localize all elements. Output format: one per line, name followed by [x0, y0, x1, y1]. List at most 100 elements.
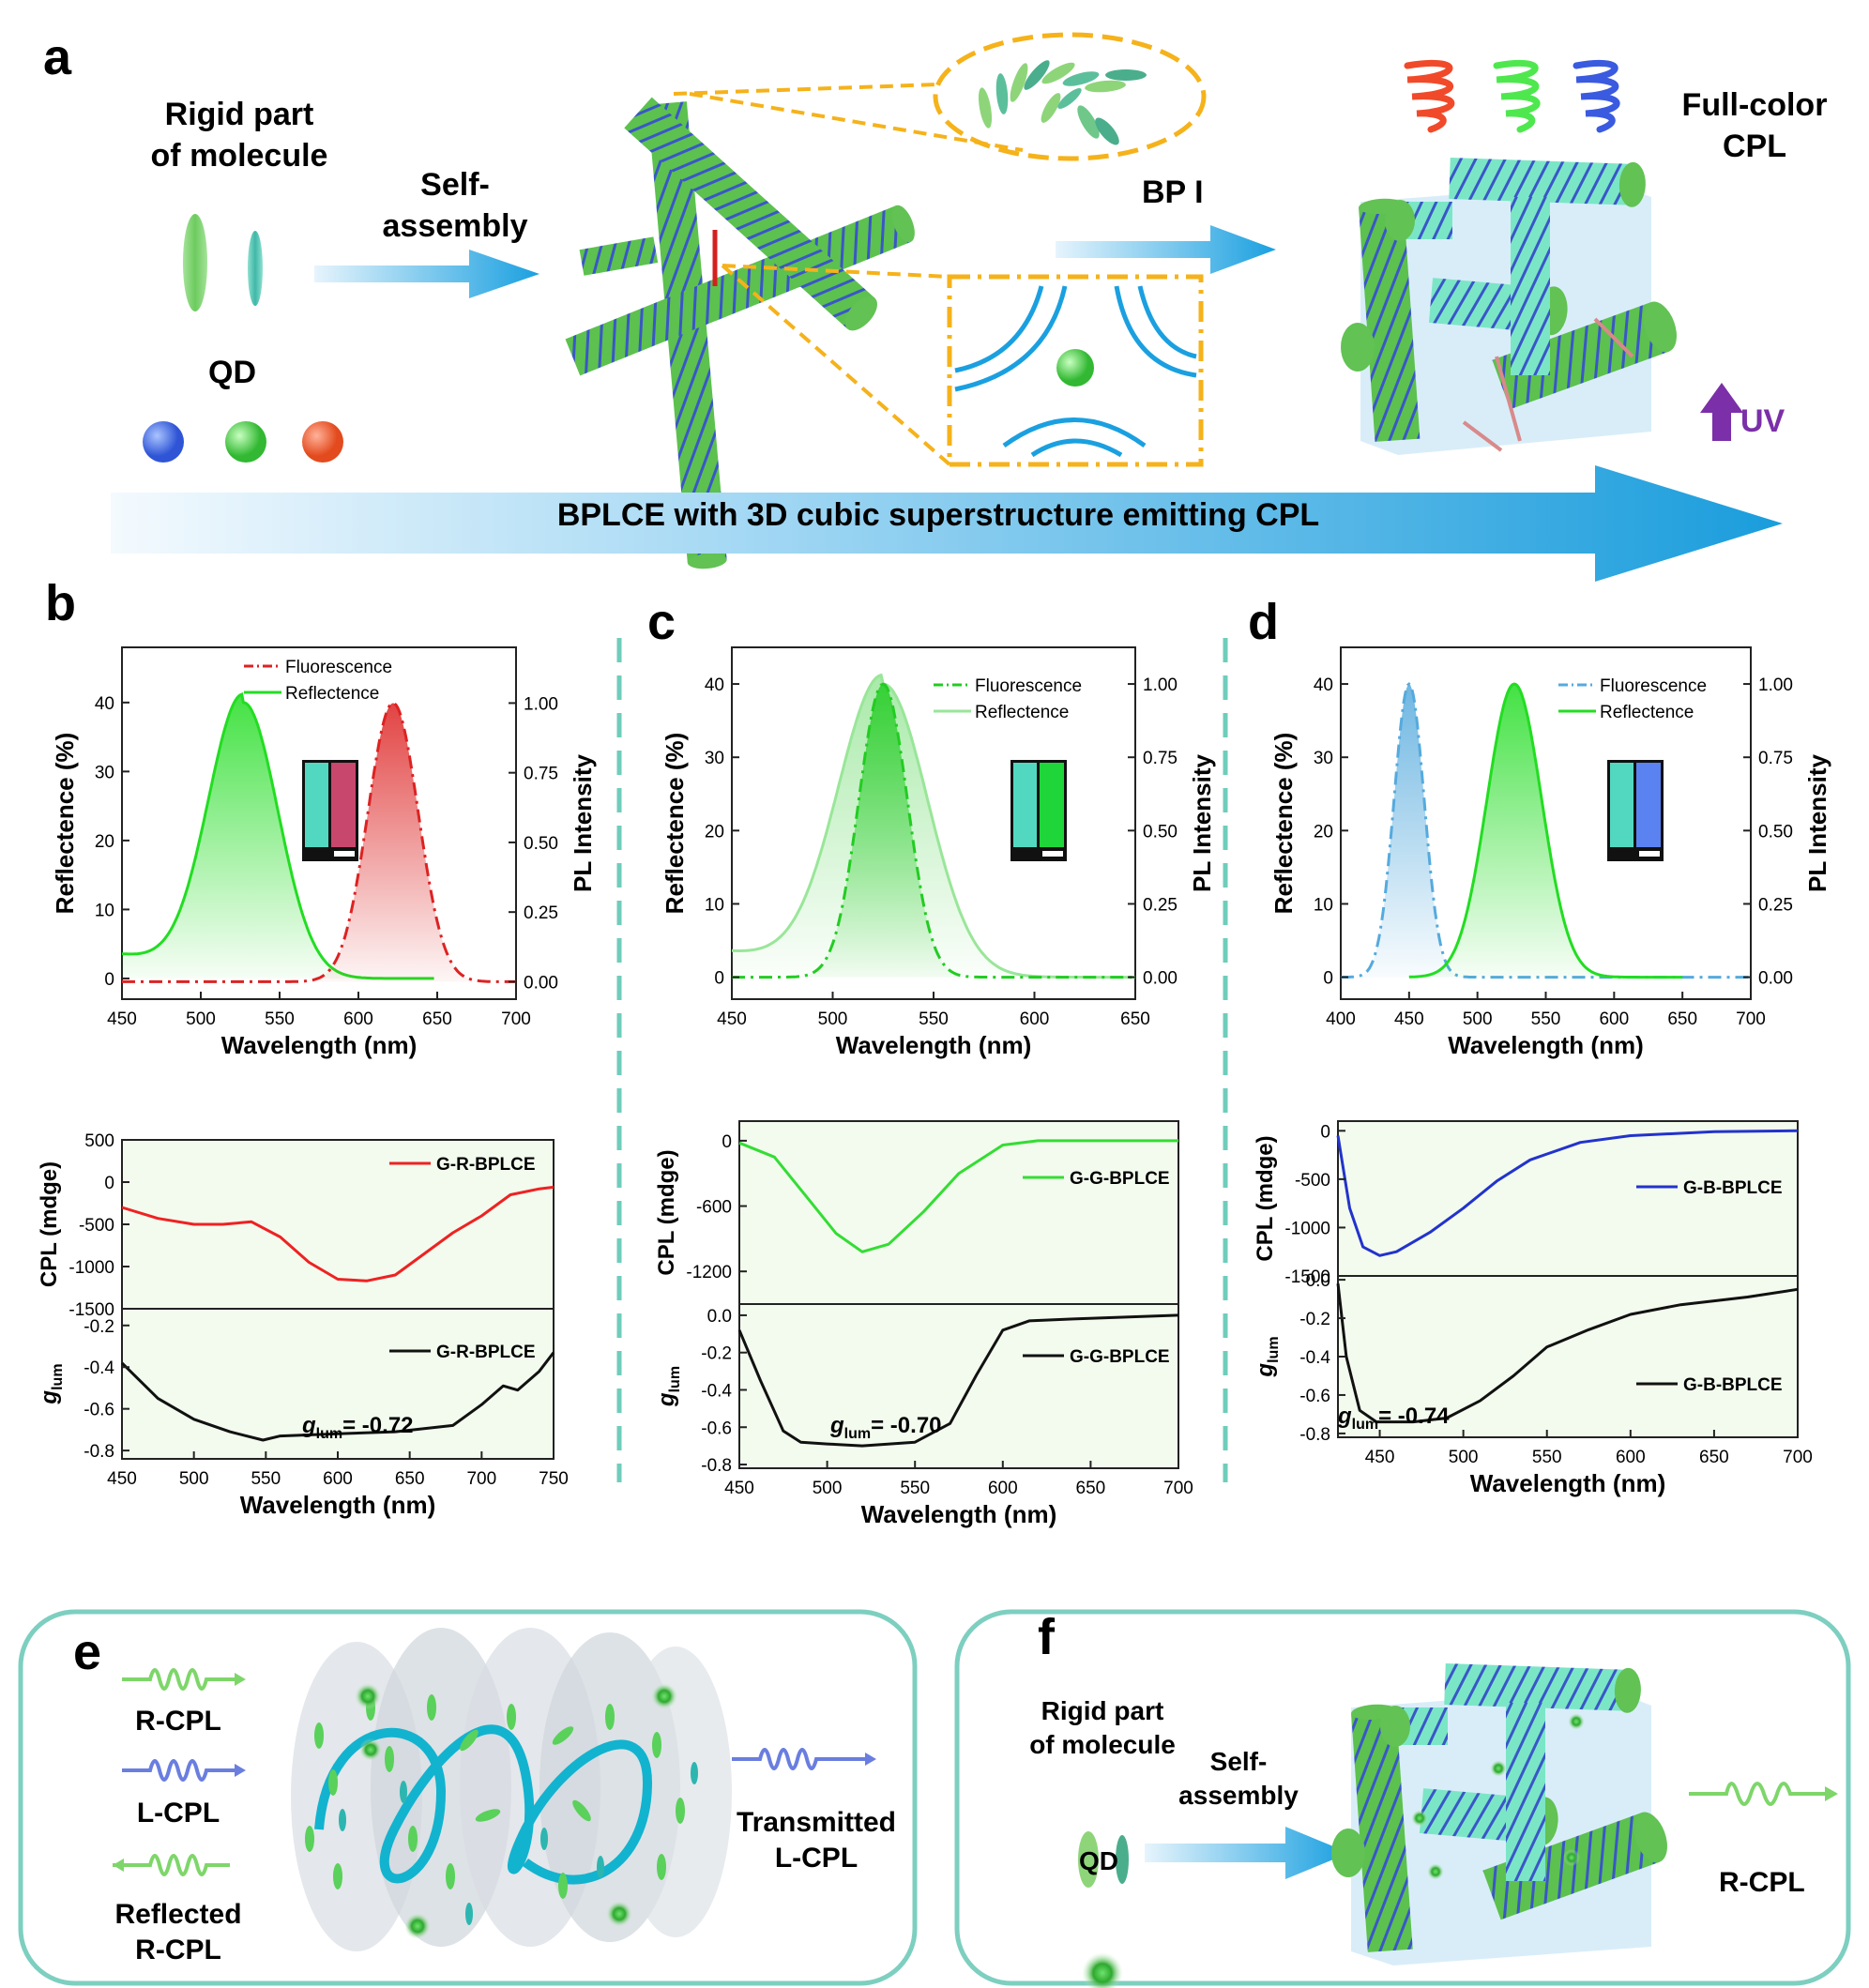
- chart-d-bot-cpl-ytick-label-0: 0: [1320, 1122, 1330, 1142]
- e-reflected-line2: R-CPL: [135, 1935, 221, 1965]
- chart-d-top-xtick-label-2: 500: [1463, 1009, 1493, 1029]
- chart-d-top-y2tick-label-3: 0.75: [1758, 749, 1793, 768]
- chart-d-bot-glum-ylabel: glum: [1253, 1336, 1282, 1377]
- twisted-molecules: [978, 60, 1147, 145]
- chart-d-top-ytick-label-1: 10: [1314, 895, 1333, 915]
- chart-c-top-ytick-label-4: 40: [705, 675, 724, 695]
- chart-d-bot-glum-xtick-label-5: 700: [1783, 1448, 1813, 1467]
- chart-b-top-xtick-label-4: 650: [422, 1009, 452, 1029]
- chart-c-top-xtick-label-0: 450: [717, 1009, 747, 1029]
- f-rigid-part-label: Rigid part of molecule: [1004, 1694, 1201, 1762]
- e-transmitted-line1: Transmitted: [736, 1807, 897, 1838]
- f-self-assembly-label: Self- assembly: [1154, 1745, 1323, 1813]
- chart-b-top-xtick-label-0: 450: [107, 1009, 137, 1029]
- chart-d-bot-glum-legend-text: G-B-BPLCE: [1683, 1375, 1783, 1395]
- chart-b-top-inset-left: [305, 763, 328, 847]
- f-rigid-molecule-green: [1078, 1831, 1099, 1888]
- chart-b-top-xtick-label-5: 700: [501, 1009, 531, 1029]
- f-self-line2: assembly: [1178, 1781, 1299, 1810]
- uv-arrow: [1700, 383, 1743, 441]
- chart-b-top-y2tick-label-2: 0.50: [524, 834, 558, 854]
- chart-d-top-ytick-label-2: 20: [1314, 822, 1333, 842]
- chart-c-top-y2tick-label-4: 1.00: [1143, 675, 1178, 695]
- chart-c-bot-glum-xtick-label-5: 700: [1163, 1479, 1193, 1498]
- chart-d-top-legend-text-0: Fluorescence: [1600, 676, 1707, 696]
- chart-b-bot-glum-series-0: [120, 1351, 555, 1442]
- qd-blue: [143, 421, 184, 463]
- bp-arrow: [1056, 225, 1276, 274]
- chart-b-top-line-fluorescence: [122, 701, 516, 983]
- qd-label: QD: [208, 355, 256, 390]
- chart-c-bot-glum-xtick-label-3: 600: [988, 1479, 1018, 1498]
- chart-d-top-xtick-label-3: 550: [1531, 1009, 1561, 1029]
- chart-b-bot-glum-annotation: glum= -0.72: [301, 1413, 414, 1442]
- chart-b-bot-cpl-ytick-label-3: -1000: [68, 1258, 114, 1278]
- chart-d-top-y2tick-label-4: 1.00: [1758, 675, 1793, 695]
- rigid-part-line2: of molecule: [150, 138, 328, 174]
- chart-d-top-xlabel: Wavelength (nm): [1448, 1031, 1643, 1059]
- chart-c-bot-cpl-ytick-label-1: -600: [696, 1198, 732, 1218]
- chart-b-bot-cpl-legend-text: G-R-BPLCE: [436, 1155, 536, 1175]
- chart-b-bot-glum-xtick-label-6: 750: [539, 1469, 569, 1489]
- chart-d-bot-glum-ytick-label-3: -0.6: [1299, 1387, 1330, 1406]
- panels-e-f-illustration: [18, 1609, 1851, 1988]
- panel-f-frame: [954, 1609, 1851, 1986]
- chart-c-top-inset-scalebar: [1042, 851, 1063, 857]
- chart-d-bot-glum-xtick-label-2: 550: [1532, 1448, 1562, 1467]
- panel-label-c: c: [647, 594, 676, 650]
- chart-b-top-y2label: PL Intensity: [569, 754, 597, 892]
- chart-c-top-xtick-label-4: 650: [1120, 1009, 1150, 1029]
- chart-c-top-xtick-label-2: 550: [919, 1009, 949, 1029]
- chart-b-top-inset-right: [331, 763, 356, 847]
- chart-b-bot-glum-xlabel: Wavelength (nm): [240, 1491, 435, 1519]
- chart-b-top-inset-scalebar: [334, 851, 355, 857]
- chart-d-bot-glum-annotation: glum= -0.74: [1337, 1404, 1450, 1433]
- chart-c-bot-cpl-ylabel: CPL (mdge): [654, 1149, 679, 1275]
- chart-d-top-xtick-label-0: 400: [1326, 1009, 1356, 1029]
- panel-a-illustration: [111, 32, 1783, 582]
- rigid-molecule-teal: [248, 231, 263, 306]
- qd-green: [225, 421, 266, 463]
- cpl-springs: [1404, 59, 1620, 133]
- panel-label-d: d: [1248, 594, 1279, 650]
- chart-b-top-ylabel: Reflectence (%): [51, 733, 79, 915]
- chart-c-bot-glum-ytick-label-3: -0.6: [701, 1419, 732, 1438]
- chart-b-bot-glum-xtick-label-0: 450: [107, 1469, 137, 1489]
- chart-b-top-legend-text-0: Fluorescence: [285, 658, 392, 677]
- chart-b-bot-glum-xtick-label-2: 550: [251, 1469, 281, 1489]
- chart-d-bot-cpl-series-0: [1336, 1129, 1799, 1257]
- zoom-ellipse: [933, 32, 1207, 161]
- chart-c-bot-glum-ylabel: glum: [654, 1366, 683, 1407]
- f-self-line1: Self-: [1209, 1747, 1268, 1776]
- chart-d-top-inset-left: [1610, 763, 1633, 847]
- chart-b-top-ytick-label-3: 30: [95, 763, 114, 782]
- chart-c-top-line-fluorescence: [732, 682, 1135, 979]
- chart-b-top-ytick-label-4: 40: [95, 694, 114, 714]
- chart-b-top-ytick-label-2: 20: [95, 832, 114, 852]
- panel-label-b: b: [45, 575, 76, 631]
- chart-c-top-ytick-label-0: 0: [714, 969, 724, 989]
- chart-b-bot-glum-ytick-label-0: -0.2: [84, 1317, 114, 1337]
- chart-b-bot-glum-xtick-label-5: 700: [466, 1469, 496, 1489]
- chart-b-top-ytick-label-1: 10: [95, 901, 114, 920]
- f-qd-label: QD: [1079, 1846, 1118, 1875]
- chart-c-top-inset-right: [1040, 763, 1064, 847]
- chart-c-top-y2tick-label-1: 0.25: [1143, 895, 1178, 915]
- chart-b-bot-cpl-series-0: [121, 1185, 555, 1282]
- chart-b-top-fill-reflectence: [122, 694, 434, 979]
- chart-d-top-xtick-label-4: 600: [1599, 1009, 1629, 1029]
- zoom-rectangle: [947, 274, 1204, 467]
- chart-d-bot-glum-ytick-label-2: -0.4: [1299, 1348, 1330, 1368]
- e-reflected-label: Reflected R-CPL: [75, 1897, 281, 1968]
- chart-c-bot-glum-xtick-label-4: 650: [1076, 1479, 1106, 1498]
- chart-c-bot-glum-ytick-label-2: -0.4: [701, 1381, 732, 1401]
- chart-c-top-ytick-label-2: 20: [705, 822, 724, 842]
- panel-separators: [616, 638, 1228, 1482]
- rigid-part-label: Rigid part of molecule: [113, 94, 366, 176]
- chart-d-bot-cpl-ylabel: CPL (mdge): [1253, 1135, 1278, 1261]
- chart-c-top-y2tick-label-3: 0.75: [1143, 749, 1178, 768]
- rigid-part-line1: Rigid part: [164, 97, 314, 132]
- full-color-line1: Full-color: [1681, 87, 1828, 123]
